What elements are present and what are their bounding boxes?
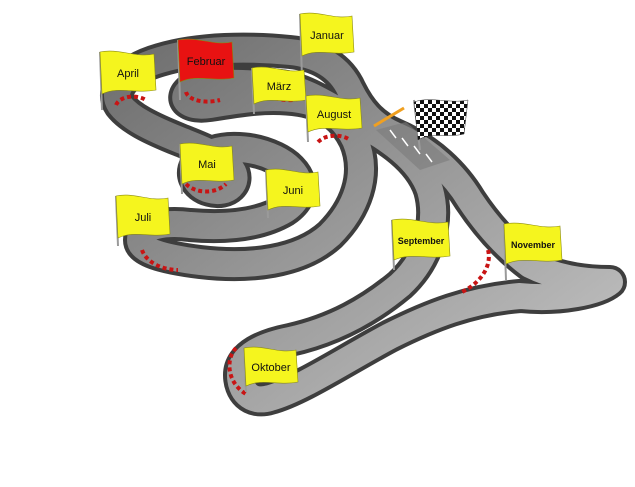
flag-cloth bbox=[177, 38, 235, 83]
flag-cloth bbox=[391, 218, 451, 261]
flag-september: September bbox=[391, 218, 451, 271]
curb-august bbox=[316, 133, 352, 144]
flag-oktober: Oktober bbox=[243, 346, 299, 393]
flag-label-maerz: März bbox=[267, 81, 291, 93]
flag-label-august: August bbox=[317, 109, 351, 121]
flag-cloth bbox=[179, 142, 235, 185]
flag-cloth bbox=[305, 94, 363, 133]
track-asphalt bbox=[104, 36, 623, 413]
finish-pole bbox=[373, 106, 405, 128]
flag-februar: Februar bbox=[177, 38, 235, 101]
flag-juli: Juli bbox=[115, 194, 171, 247]
flag-mai: Mai bbox=[179, 142, 235, 195]
flag-cloth bbox=[99, 50, 157, 95]
flag-januar: Januar bbox=[299, 12, 355, 79]
flag-november: November bbox=[503, 222, 563, 281]
curb-juli bbox=[140, 249, 179, 272]
flag-cloth bbox=[115, 194, 171, 239]
flag-label-juni: Juni bbox=[283, 185, 303, 197]
flag-label-januar: Januar bbox=[310, 30, 344, 42]
flag-label-april: April bbox=[117, 68, 139, 80]
flag-cloth bbox=[243, 346, 299, 387]
start-grid bbox=[376, 122, 450, 170]
checkered-flag bbox=[413, 99, 469, 141]
curb-februar bbox=[184, 91, 221, 104]
flag-cloth bbox=[265, 168, 321, 211]
start-grid-marks bbox=[389, 129, 433, 163]
flag-label-februar: Februar bbox=[187, 56, 226, 68]
curb-april bbox=[114, 94, 148, 107]
flag-maerz: März bbox=[251, 66, 307, 115]
curb-oktober bbox=[227, 346, 248, 396]
flag-label-september: September bbox=[398, 236, 445, 246]
track bbox=[100, 32, 627, 417]
flag-label-juli: Juli bbox=[135, 212, 152, 224]
curb-mai bbox=[184, 182, 228, 194]
flag-cloth bbox=[503, 222, 563, 265]
flag-cloth bbox=[299, 12, 355, 57]
finish-area bbox=[373, 99, 469, 170]
flag-label-oktober: Oktober bbox=[251, 362, 290, 374]
flag-label-mai: Mai bbox=[198, 159, 216, 171]
flag-juni: Juni bbox=[265, 168, 321, 219]
flag-august: August bbox=[305, 94, 363, 143]
curb-november bbox=[461, 249, 491, 294]
flag-label-november: November bbox=[511, 240, 556, 250]
flag-april: April bbox=[99, 50, 157, 111]
